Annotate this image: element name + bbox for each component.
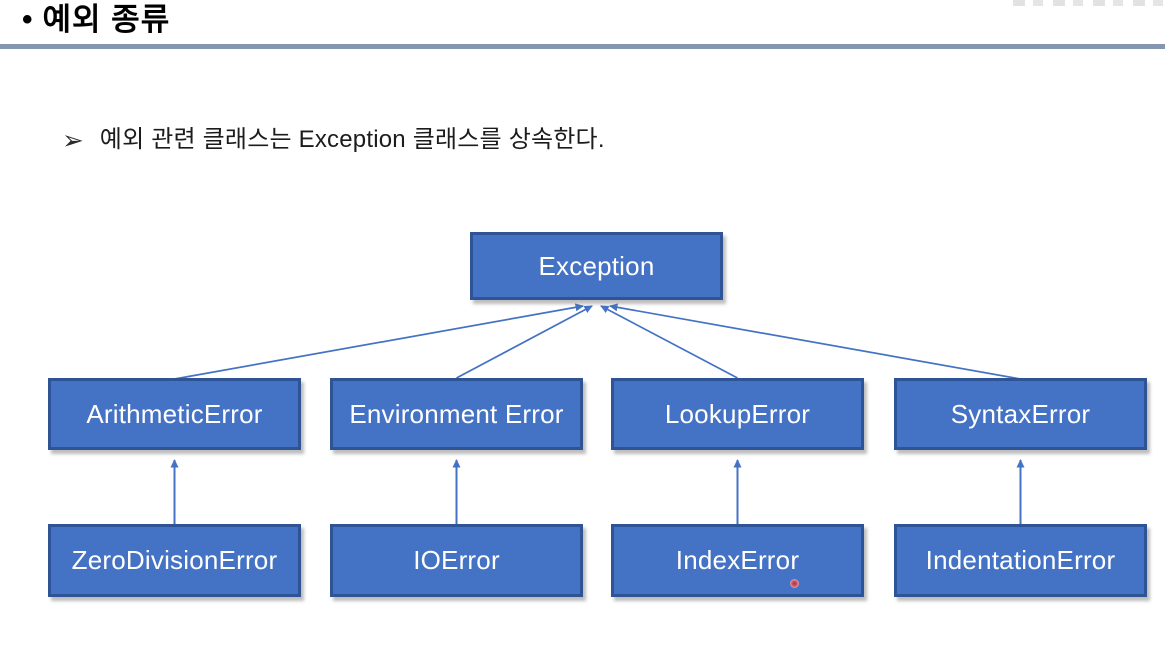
node-environment-error-label: Environment Error	[349, 398, 564, 429]
bullet-line: ➢ 예외 관련 클래스는 Exception 클래스를 상속한다.	[62, 122, 605, 158]
title-divider	[0, 44, 1165, 49]
title-bullet-icon: •	[22, 3, 33, 36]
arrow-bullet-icon: ➢	[62, 125, 84, 155]
slide-title-row: • 예외 종류	[22, 0, 170, 40]
clipped-watermark	[1013, 0, 1163, 6]
page-title: 예외 종류	[42, 2, 171, 37]
node-arithmetic-error-label: ArithmeticError	[86, 398, 263, 429]
node-zero-division-error: ZeroDivisionError	[48, 524, 301, 597]
node-lookup-error-label: LookupError	[664, 398, 811, 429]
node-io-error-label: IOError	[413, 545, 500, 575]
pointer-dot	[790, 579, 799, 588]
node-indentation-error: IndentationError	[894, 524, 1147, 597]
node-syntax-error: SyntaxError	[894, 378, 1147, 450]
node-zero-division-error-label: ZeroDivisionError	[71, 545, 278, 575]
node-syntax-error-label: SyntaxError	[950, 398, 1091, 429]
node-io-error: IOError	[330, 524, 583, 597]
node-index-error: IndexError	[611, 524, 864, 597]
node-indentation-error-label: IndentationError	[925, 545, 1116, 575]
node-environment-error: Environment Error	[330, 378, 583, 450]
node-index-error-label: IndexError	[675, 545, 800, 575]
node-arithmetic-error: ArithmeticError	[48, 378, 301, 450]
bullet-text: 예외 관련 클래스는 Exception 클래스를 상속한다.	[99, 126, 605, 153]
node-exception: Exception	[470, 232, 723, 300]
node-exception-label: Exception	[538, 250, 655, 281]
node-lookup-error: LookupError	[611, 378, 864, 450]
